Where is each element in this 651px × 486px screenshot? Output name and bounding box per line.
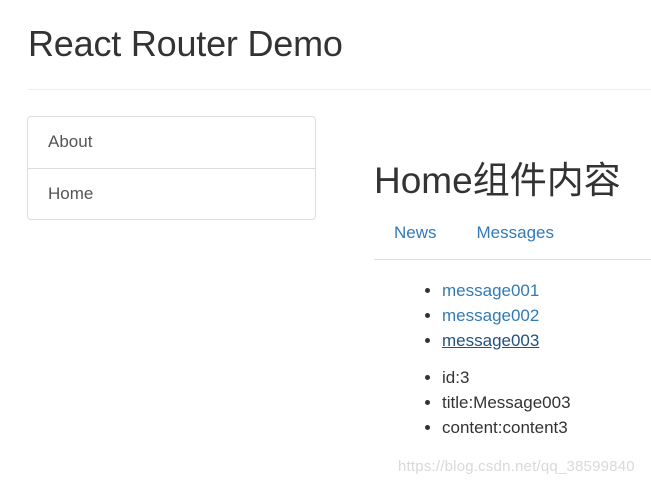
message-link-001[interactable]: message001 bbox=[442, 281, 540, 300]
message-link-003[interactable]: message003 bbox=[442, 331, 540, 350]
home-title: Home组件内容 bbox=[374, 160, 621, 201]
message-link-002[interactable]: message002 bbox=[442, 306, 540, 325]
message-list: message001 message002 message003 bbox=[374, 278, 651, 353]
page-title: React Router Demo bbox=[28, 23, 343, 64]
sidebar-item-home[interactable]: Home bbox=[28, 168, 315, 219]
detail-title: title:Message003 bbox=[442, 390, 651, 415]
list-item: message001 bbox=[442, 278, 651, 303]
tab-news[interactable]: News bbox=[394, 223, 437, 242]
list-item: message003 bbox=[442, 328, 651, 353]
detail-content: content:content3 bbox=[442, 415, 651, 440]
sidebar-nav: About Home bbox=[27, 116, 316, 220]
message-detail: id:3 title:Message003 content:content3 bbox=[374, 365, 651, 440]
tab-bar: News Messages bbox=[374, 212, 651, 260]
detail-id: id:3 bbox=[442, 365, 651, 390]
home-panel: Home组件内容 News Messages message001 messag… bbox=[374, 150, 651, 440]
watermark: https://blog.csdn.net/qq_38599840 bbox=[398, 458, 635, 475]
tab-messages[interactable]: Messages bbox=[476, 223, 554, 242]
list-item: message002 bbox=[442, 303, 651, 328]
page-header: React Router Demo bbox=[28, 20, 651, 90]
sidebar-item-about[interactable]: About bbox=[48, 132, 93, 151]
